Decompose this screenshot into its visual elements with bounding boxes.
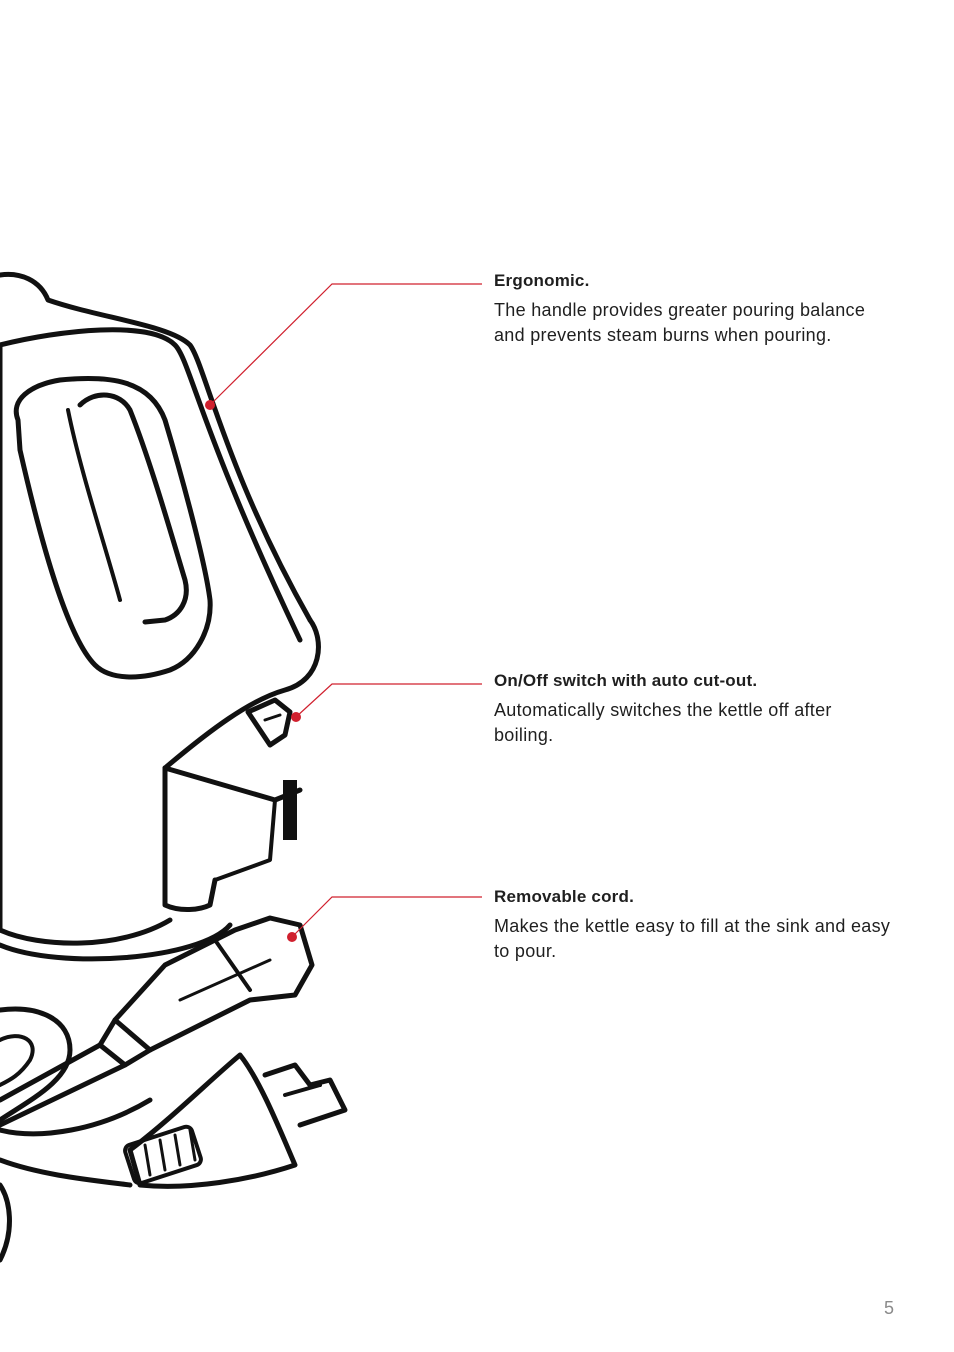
leader-line-cord — [291, 896, 482, 938]
callout-body: Makes the kettle easy to fill at the sin… — [494, 916, 891, 961]
leader-line-switch — [295, 683, 482, 718]
leader-dot-handle — [205, 400, 215, 410]
wall-plug — [127, 1052, 298, 1189]
switch-housing — [245, 697, 293, 748]
kettle-body — [0, 342, 173, 946]
callout-title: Removable cord. — [494, 887, 634, 906]
leader-dot-switch — [291, 712, 301, 722]
handle-slot — [77, 392, 189, 625]
callout-body: Automatically switches the kettle off af… — [494, 700, 832, 745]
callout-ergonomic: Ergonomic. The handle provides greater p… — [494, 270, 894, 348]
appliance-connector — [112, 915, 315, 1053]
plug-pins — [262, 1062, 348, 1128]
page-number: 5 — [884, 1298, 895, 1318]
leader-line-handle — [209, 283, 482, 406]
cord-coil — [0, 1006, 73, 1123]
callout-switch: On/Off switch with auto cut-out. Automat… — [494, 670, 894, 748]
handle-grip — [13, 375, 213, 680]
kettle-handle-top — [0, 271, 313, 623]
callout-body: The handle provides greater pouring bala… — [494, 300, 866, 345]
kettle-base — [0, 922, 233, 962]
leader-dot-cord — [287, 932, 297, 942]
callout-title: Ergonomic. — [494, 271, 590, 290]
callout-title: On/Off switch with auto cut-out. — [494, 671, 758, 690]
callout-cord: Removable cord. Makes the kettle easy to… — [494, 886, 894, 964]
kettle-handle-outer — [0, 327, 303, 643]
